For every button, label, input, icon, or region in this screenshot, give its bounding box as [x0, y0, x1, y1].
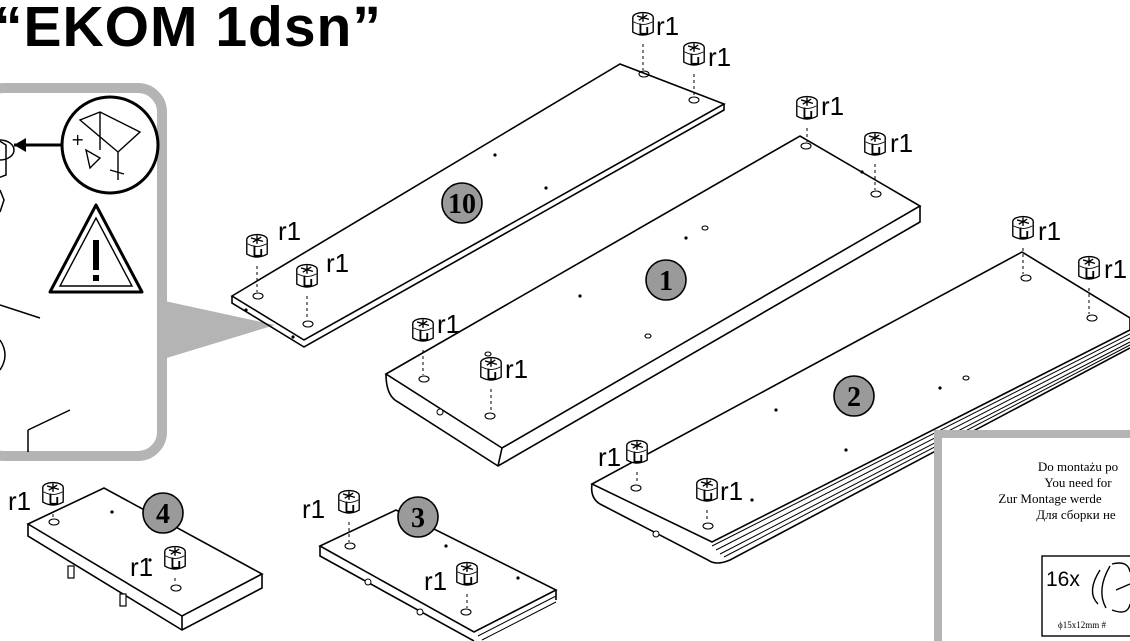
panel-3	[318, 509, 558, 641]
cam-fitting-icon	[245, 233, 269, 259]
cam-fitting-icon	[455, 561, 479, 587]
cam-fitting-icon	[295, 263, 319, 289]
cam-fitting-icon	[337, 489, 361, 515]
cam-label: r1	[505, 354, 528, 384]
cam-fitting-icon	[1091, 562, 1130, 613]
warning-triangle-icon	[48, 203, 144, 294]
part-badge-2: 2	[833, 375, 875, 417]
cam-label: r1	[424, 566, 447, 596]
cam-label: r1	[8, 486, 31, 516]
arrow-left-icon	[14, 138, 62, 152]
part-badge-3: 3	[397, 496, 439, 538]
cam-label: r1	[437, 309, 460, 339]
part-badge-1: 1	[645, 259, 687, 301]
cam-fitting-icon	[411, 317, 435, 343]
cam-detail-icon: +	[60, 95, 160, 195]
cam-label: r1	[720, 476, 743, 506]
part-number: 2	[847, 382, 861, 413]
cam-fitting-icon	[695, 477, 719, 503]
cam-fitting-icon	[625, 439, 649, 465]
cam-label: r1	[708, 42, 731, 72]
part-number: 1	[659, 266, 673, 297]
page-title: “EKOM 1dsn”	[0, 0, 382, 59]
cam-fitting-icon	[1011, 215, 1035, 241]
hardware-info-box: Do montażu po You need for Zur Montage w…	[934, 430, 1130, 641]
panel-4	[26, 487, 264, 631]
cam-label: r1	[598, 442, 621, 472]
part-number: 10	[448, 189, 476, 220]
cam-fitting-icon	[631, 11, 655, 37]
cam-fitting-icon	[479, 356, 503, 382]
svg-text:+: +	[71, 130, 84, 149]
cam-label: r1	[302, 494, 325, 524]
cam-label: r1	[656, 11, 679, 41]
cam-label: r1	[326, 248, 349, 278]
hardware-dimension: ϕ15x12mm #	[1058, 620, 1106, 630]
part-badge-10: 10	[441, 182, 483, 224]
cam-label: r1	[821, 91, 844, 121]
cam-label: r1	[130, 552, 153, 582]
cam-labels: r1 r1 r1 r1 r1 r1 r1 r1 r1 r1 r1 r1 r1 r…	[8, 11, 1127, 596]
cam-label: r1	[1038, 216, 1061, 246]
cam-fittings	[41, 11, 1101, 608]
cam-fitting-icon	[682, 41, 706, 67]
info-line: Do montażu po	[1038, 459, 1118, 474]
info-line: You need for	[1044, 475, 1112, 490]
cam-fitting-icon	[41, 481, 65, 507]
cam-fitting-icon	[863, 131, 887, 157]
cam-fitting-icon	[795, 95, 819, 121]
cam-fitting-icon	[163, 545, 187, 571]
cam-label: r1	[278, 216, 301, 246]
part-number: 4	[156, 499, 170, 530]
cam-label: r1	[890, 128, 913, 158]
info-line: Zur Montage werde	[998, 491, 1101, 506]
warning-callout: +	[0, 83, 275, 461]
part-badge-4: 4	[142, 492, 184, 534]
info-line: Для сборки не	[1036, 507, 1116, 522]
part-badges: 10 1 2 4 3	[142, 182, 875, 538]
part-number: 3	[411, 503, 425, 534]
cam-label: r1	[1104, 254, 1127, 284]
hardware-quantity: 16x	[1046, 568, 1080, 591]
cam-fitting-icon	[1077, 255, 1101, 281]
